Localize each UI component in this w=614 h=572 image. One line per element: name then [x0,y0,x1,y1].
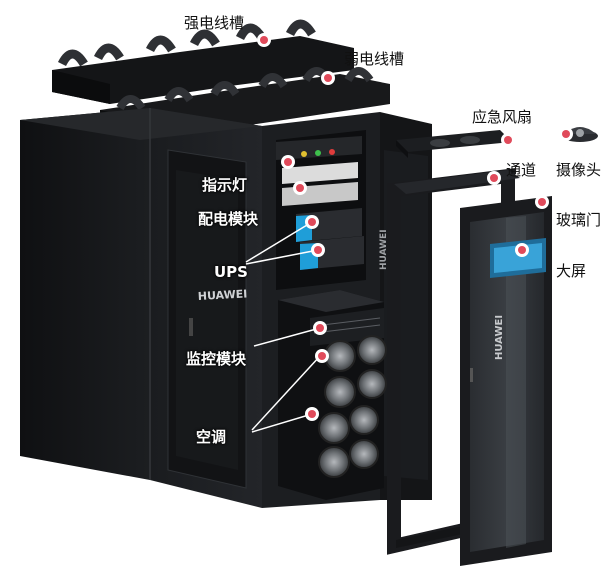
marker-ups-2 [311,243,325,257]
label-weak-trough: 弱电线槽 [344,50,405,68]
marker-camera [559,127,573,141]
marker-fan [501,133,515,147]
aircon-fans [318,335,387,478]
aircon-tower [278,290,387,500]
marker-aircon-1 [315,349,329,363]
marker-power-module [293,181,307,195]
strong-cable-trough [52,19,354,104]
label-strong-trough: 强电线槽 [184,14,245,32]
brand-door: HUAWEI [494,315,505,360]
label-ups: UPS [214,263,248,281]
marker-channel [487,171,501,185]
marker-weak-trough [321,71,335,85]
brand-right-cabinet: HUAWEI [379,229,389,270]
glass-door [460,196,552,566]
marker-monitor [313,321,327,335]
marker-glass-door [535,195,549,209]
brand-left: HUAWEI [197,287,247,303]
marker-screen [515,243,529,257]
leader-lines [245,221,321,433]
emergency-fan [396,130,512,158]
marker-strong-trough [257,33,271,47]
label-camera: 摄像头 [556,161,602,179]
brand-logos: HUAWEI HUAWEI HUAWEI [197,229,505,360]
label-indicator: 指示灯 [202,176,248,194]
label-channel: 通道 [506,161,537,179]
marker-indicator [281,155,295,169]
label-glass-door: 玻璃门 [556,211,602,229]
marker-ups-1 [305,215,319,229]
label-aircon: 空调 [196,428,227,446]
marker-aircon-2 [305,407,319,421]
label-screen: 大屏 [556,262,587,280]
label-fan: 应急风扇 [472,108,533,126]
label-monitor-module: 监控模块 [186,350,247,368]
left-cabinet [20,108,262,508]
callout-markers [257,33,573,421]
label-power-module: 配电模块 [198,210,259,228]
